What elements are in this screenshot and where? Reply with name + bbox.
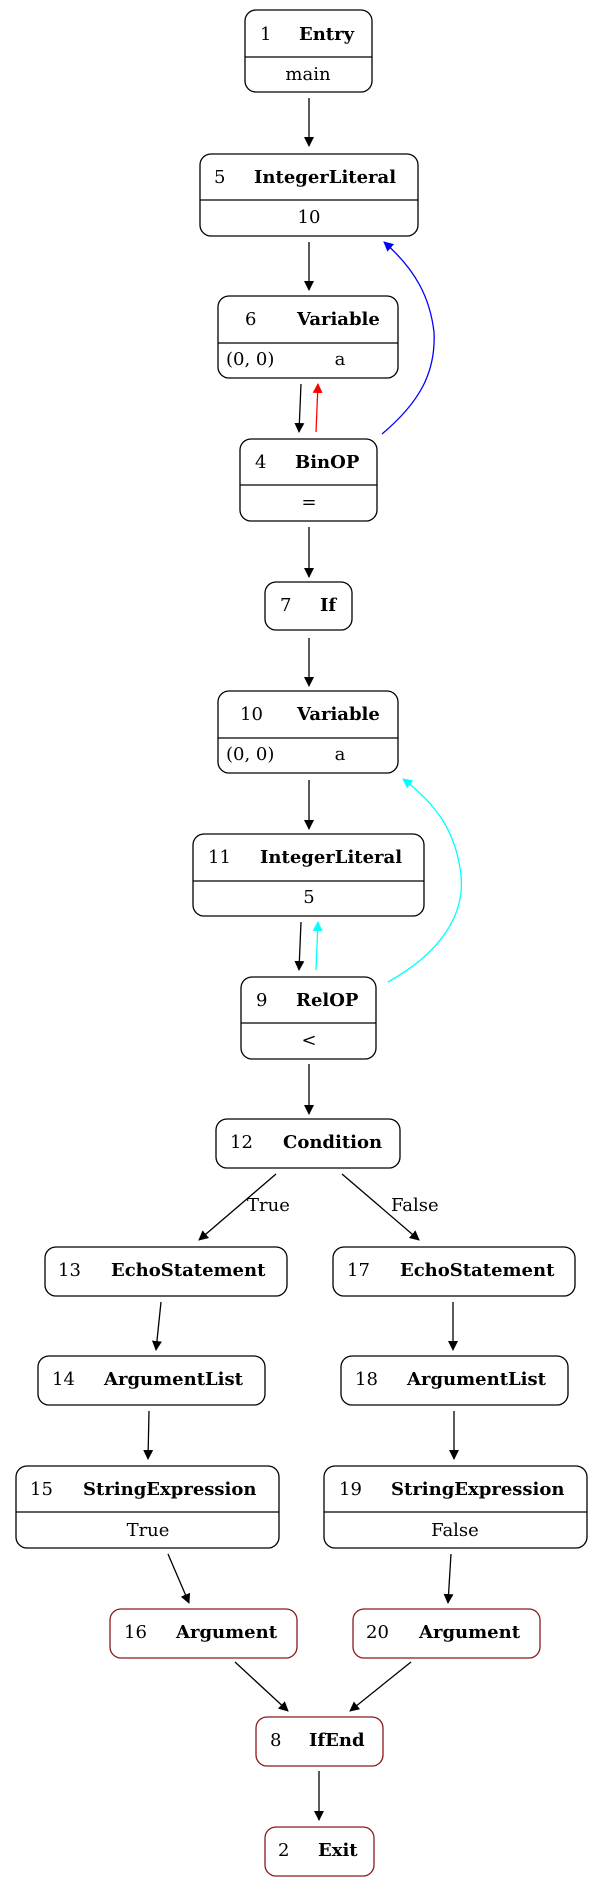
edge-19-to-20 <box>443 1553 454 1604</box>
node-15-id: 15 <box>30 1479 53 1500</box>
edge-12-to-13 <box>198 1173 277 1241</box>
node-19-string-expression[interactable]: 19 StringExpression False <box>323 1465 588 1549</box>
edge-12-to-17 <box>341 1173 420 1241</box>
node-17-echo-statement[interactable]: 17 EchoStatement <box>332 1246 576 1297</box>
node-10-kind: Variable <box>296 704 380 725</box>
node-5-id: 5 <box>214 167 225 188</box>
node-12-kind: Condition <box>283 1132 382 1153</box>
node-4-kind: BinOP <box>295 452 360 473</box>
edge-label-true: True <box>247 1195 290 1216</box>
edge-9-to-11-cyan <box>312 921 323 971</box>
node-18-id: 18 <box>355 1369 378 1390</box>
node-10-pos: (0, 0) <box>226 744 274 765</box>
node-6-value: a <box>335 349 346 370</box>
node-1-id: 1 <box>260 24 271 45</box>
node-19-kind: StringExpression <box>391 1479 564 1500</box>
node-2-id: 2 <box>278 1840 289 1861</box>
node-17-id: 17 <box>347 1260 370 1281</box>
node-17-kind: EchoStatement <box>400 1260 555 1281</box>
node-1-kind: Entry <box>299 24 355 45</box>
edge-15-to-16 <box>167 1553 191 1604</box>
node-7-if[interactable]: 7 If <box>264 581 353 631</box>
node-9-kind: RelOP <box>296 990 359 1011</box>
node-6-pos: (0, 0) <box>226 349 274 370</box>
node-1-value: main <box>285 64 331 85</box>
node-14-id: 14 <box>52 1369 75 1390</box>
node-9-relop[interactable]: 9 RelOP < <box>240 976 377 1060</box>
node-2-exit[interactable]: 2 Exit <box>264 1826 375 1877</box>
node-14-argument-list[interactable]: 14 ArgumentList <box>37 1355 266 1406</box>
node-15-value: True <box>127 1520 170 1541</box>
node-20-id: 20 <box>366 1622 389 1643</box>
node-12-condition[interactable]: 12 Condition <box>215 1118 401 1169</box>
node-7-kind: If <box>320 595 337 616</box>
node-10-value: a <box>335 744 346 765</box>
edge-9-to-10-cyan <box>387 778 462 983</box>
node-20-argument[interactable]: 20 Argument <box>352 1608 541 1659</box>
edges <box>143 98 462 1821</box>
node-8-ifend[interactable]: 8 IfEnd <box>255 1716 384 1767</box>
node-6-kind: Variable <box>296 309 380 330</box>
node-13-kind: EchoStatement <box>111 1260 266 1281</box>
node-4-id: 4 <box>255 452 266 473</box>
node-1-entry[interactable]: 1 Entry main <box>244 9 373 93</box>
node-5-value: 10 <box>298 207 321 228</box>
node-12-id: 12 <box>230 1132 253 1153</box>
node-11-id: 11 <box>208 847 231 868</box>
node-6-variable[interactable]: 6 Variable (0, 0) a <box>217 295 399 379</box>
node-9-id: 9 <box>256 990 267 1011</box>
node-15-kind: StringExpression <box>83 1479 256 1500</box>
edge-14-to-15 <box>143 1410 154 1460</box>
exit-path-nodes: 16 Argument 20 Argument 8 IfEnd 2 Exit <box>109 1608 541 1877</box>
edge-4-to-6-red <box>312 383 323 433</box>
node-19-value: False <box>431 1520 479 1541</box>
node-16-argument[interactable]: 16 Argument <box>109 1608 298 1659</box>
edge-label-false: False <box>391 1195 439 1216</box>
node-10-id: 10 <box>240 704 263 725</box>
edge-4-to-5-blue <box>381 241 435 435</box>
node-5-kind: IntegerLiteral <box>254 167 396 188</box>
node-2-kind: Exit <box>318 1840 358 1861</box>
node-7-id: 7 <box>280 595 291 616</box>
node-11-integer-literal[interactable]: 11 IntegerLiteral 5 <box>192 833 425 917</box>
node-6-id: 6 <box>245 309 256 330</box>
nodes: 1 Entry main 5 IntegerLiteral 10 6 Varia… <box>15 9 588 1549</box>
edge-11-to-9 <box>294 921 305 971</box>
node-11-kind: IntegerLiteral <box>260 847 402 868</box>
node-18-argument-list[interactable]: 18 ArgumentList <box>340 1355 569 1406</box>
node-5-integer-literal[interactable]: 5 IntegerLiteral 10 <box>199 153 419 237</box>
node-13-id: 13 <box>58 1260 81 1281</box>
node-9-value: < <box>301 1030 316 1051</box>
edge-6-to-4 <box>294 383 305 433</box>
node-4-value: = <box>301 492 316 513</box>
node-8-kind: IfEnd <box>309 1730 365 1751</box>
node-19-id: 19 <box>339 1479 362 1500</box>
node-14-kind: ArgumentList <box>103 1369 244 1390</box>
node-4-binop[interactable]: 4 BinOP = <box>239 438 378 522</box>
node-15-string-expression[interactable]: 15 StringExpression True <box>15 1465 280 1549</box>
node-11-value: 5 <box>303 887 314 908</box>
node-8-id: 8 <box>270 1730 281 1751</box>
node-16-kind: Argument <box>175 1622 278 1643</box>
node-16-id: 16 <box>124 1622 147 1643</box>
edge-13-to-14 <box>151 1301 162 1351</box>
node-10-variable[interactable]: 10 Variable (0, 0) a <box>217 690 399 774</box>
edge-16-to-8 <box>234 1661 289 1712</box>
edge-20-to-8 <box>349 1661 412 1712</box>
node-13-echo-statement[interactable]: 13 EchoStatement <box>44 1246 288 1297</box>
node-18-kind: ArgumentList <box>406 1369 547 1390</box>
node-20-kind: Argument <box>418 1622 521 1643</box>
